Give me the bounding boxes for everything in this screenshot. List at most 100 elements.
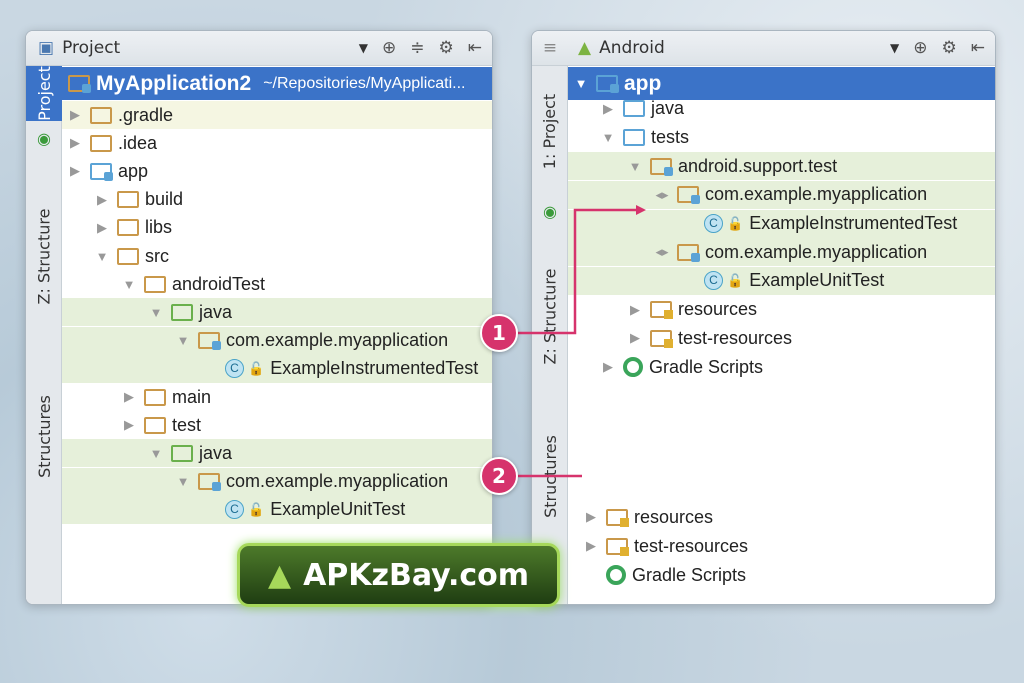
expand-arrow-icon[interactable]: ▼ bbox=[149, 304, 163, 320]
tree-row-label: .gradle bbox=[118, 104, 174, 125]
project-view-icon: ▣ bbox=[38, 38, 55, 58]
tree-row[interactable]: ◂▸com.example.myapplication bbox=[568, 180, 995, 209]
folder-icon bbox=[90, 106, 112, 124]
tree-row[interactable]: C🔓ExampleUnitTest bbox=[568, 266, 995, 295]
module-icon bbox=[596, 75, 619, 93]
folder-icon bbox=[144, 275, 166, 293]
expand-arrow-icon[interactable]: ▼ bbox=[176, 333, 190, 349]
class-icon: C bbox=[704, 271, 723, 291]
expand-arrow-icon[interactable]: ▼ bbox=[601, 129, 615, 145]
package-icon bbox=[677, 243, 700, 262]
hide-icon[interactable]: ⇤ bbox=[970, 38, 985, 58]
tree-row[interactable]: ▶ main bbox=[62, 383, 492, 411]
tree-row-label: src bbox=[145, 245, 169, 266]
tree-row[interactable]: ▼java bbox=[62, 439, 492, 468]
tree-row-label: ExampleInstrumentedTest bbox=[749, 213, 958, 233]
tree-row[interactable]: ▶java bbox=[568, 95, 995, 123]
tree-row[interactable]: ▶ resources bbox=[568, 296, 995, 324]
folder-blue-icon bbox=[623, 100, 645, 118]
tree-row[interactable]: ▶ test bbox=[62, 411, 492, 439]
tree-row[interactable]: ▶Gradle Scripts bbox=[568, 353, 995, 381]
locate-icon[interactable]: ⊕ bbox=[913, 38, 928, 58]
tree-row-label: ExampleUnitTest bbox=[749, 270, 885, 291]
tree-row[interactable]: ▶test-resources bbox=[582, 532, 995, 560]
callout-1: 1 bbox=[480, 314, 518, 352]
expand-arrow-icon[interactable]: ▶ bbox=[124, 389, 134, 404]
expand-arrow-icon[interactable]: ▶ bbox=[70, 163, 80, 179]
tree-row[interactable]: ▼ android.support.test bbox=[568, 152, 995, 181]
tree-row[interactable]: ▼tests bbox=[568, 123, 995, 151]
side-tabs: 1: Project ◉ Z: Structure Structures bbox=[532, 66, 568, 604]
tree-row[interactable]: ▶test-resources bbox=[568, 324, 995, 352]
tree-row-label: resources bbox=[678, 299, 758, 320]
tree-row[interactable]: C🔓ExampleUnitTest bbox=[62, 495, 492, 524]
expand-arrow-icon[interactable]: ▶ bbox=[70, 135, 80, 151]
gear-icon[interactable]: ⚙ bbox=[941, 38, 957, 58]
side-tabs: Project ◉ Z: Structure Structures bbox=[26, 66, 62, 604]
package-icon bbox=[198, 473, 221, 492]
view-selector[interactable]: Android bbox=[599, 38, 665, 58]
expand-arrow-icon[interactable]: ▼ bbox=[176, 474, 190, 490]
tree-root[interactable]: MyApplication2 ~/Repositories/MyApplicat… bbox=[62, 67, 492, 100]
collapse-all-icon[interactable]: ≑ bbox=[410, 38, 425, 58]
lock-icon: 🔓 bbox=[727, 215, 744, 231]
expand-arrow-icon[interactable]: ▶ bbox=[586, 538, 596, 553]
expand-arrow-icon[interactable]: ◂▸ bbox=[655, 244, 669, 260]
expand-arrow-icon[interactable]: ▶ bbox=[97, 191, 107, 207]
gradle-icon bbox=[623, 357, 643, 377]
expand-arrow-icon[interactable]: ▶ bbox=[630, 330, 640, 346]
expand-arrow-icon[interactable]: ◂▸ bbox=[655, 186, 669, 202]
tree-row[interactable]: ▼app bbox=[568, 67, 995, 100]
tree-row-label: com.example.myapplication bbox=[226, 330, 449, 351]
expand-arrow-icon[interactable]: ▶ bbox=[97, 219, 107, 235]
expand-arrow-icon[interactable]: ▼ bbox=[628, 158, 642, 174]
menu-icon[interactable]: ≡ bbox=[542, 38, 558, 58]
dropdown-icon[interactable]: ▼ bbox=[358, 41, 368, 55]
tree-row[interactable]: ▶app bbox=[62, 157, 492, 185]
tree-row[interactable]: ▶build bbox=[62, 186, 492, 214]
expand-arrow-icon[interactable]: ▼ bbox=[149, 445, 163, 461]
tree-row[interactable]: ▶resources bbox=[582, 503, 995, 531]
tree-row[interactable]: ▼java bbox=[62, 298, 492, 327]
folder-icon bbox=[117, 247, 139, 265]
expand-arrow-icon[interactable]: ▶ bbox=[586, 509, 596, 524]
tree-row-label: com.example.myapplication bbox=[705, 241, 928, 262]
expand-arrow-icon[interactable]: ▶ bbox=[603, 359, 613, 374]
android-tree: ▼app▶java▼tests▼android.support.test◂▸co… bbox=[568, 67, 995, 422]
locate-icon[interactable]: ⊕ bbox=[382, 38, 397, 58]
hide-icon[interactable]: ⇤ bbox=[467, 38, 482, 58]
expand-arrow-icon[interactable]: ▶ bbox=[603, 100, 613, 116]
tree-row-label: test bbox=[172, 414, 202, 435]
expand-arrow-icon[interactable]: ▶ bbox=[70, 107, 80, 122]
tree-row[interactable]: ▼com.example.myapplication bbox=[62, 467, 492, 496]
tree-row[interactable]: ◂▸ com.example.myapplication bbox=[568, 238, 995, 267]
folder-icon bbox=[144, 416, 166, 434]
tree-row[interactable]: C🔓ExampleInstrumentedTest bbox=[62, 354, 492, 383]
resources-icon bbox=[650, 329, 673, 348]
resources-icon bbox=[606, 508, 629, 527]
expand-arrow-icon[interactable]: ▼ bbox=[122, 276, 136, 292]
tab-project[interactable]: Project bbox=[26, 66, 62, 121]
tree-row[interactable]: ▼ src bbox=[62, 242, 492, 270]
expand-arrow-icon[interactable]: ▶ bbox=[124, 417, 134, 433]
tree-row[interactable]: ▼ androidTest bbox=[62, 270, 492, 298]
view-selector[interactable]: Project bbox=[62, 38, 121, 58]
dropdown-icon[interactable]: ▼ bbox=[890, 41, 900, 55]
expand-arrow-icon[interactable]: ▼ bbox=[574, 76, 588, 91]
tree-row[interactable]: ▶.idea bbox=[62, 129, 492, 157]
tree-row[interactable]: C🔓ExampleInstrumentedTest bbox=[568, 209, 995, 238]
resources-icon bbox=[606, 537, 629, 556]
tree-row-label: ExampleUnitTest bbox=[270, 499, 406, 520]
tree-row[interactable]: ▶ .gradle bbox=[62, 101, 492, 129]
android-icon: ◉ bbox=[37, 129, 51, 148]
expand-arrow-icon[interactable]: ▼ bbox=[95, 248, 109, 264]
expand-arrow-icon[interactable]: ▶ bbox=[630, 301, 640, 317]
tree-row[interactable]: ▶libs bbox=[62, 214, 492, 242]
gear-icon[interactable]: ⚙ bbox=[438, 38, 454, 58]
tree-row-label: androidTest bbox=[172, 273, 266, 294]
tree-row[interactable]: ▼ com.example.myapplication bbox=[62, 326, 492, 355]
tree-row-label: android.support.test bbox=[678, 155, 838, 176]
tree-row[interactable]: Gradle Scripts bbox=[582, 561, 995, 589]
package-icon bbox=[650, 157, 673, 176]
tree-row-label: main bbox=[172, 386, 212, 407]
